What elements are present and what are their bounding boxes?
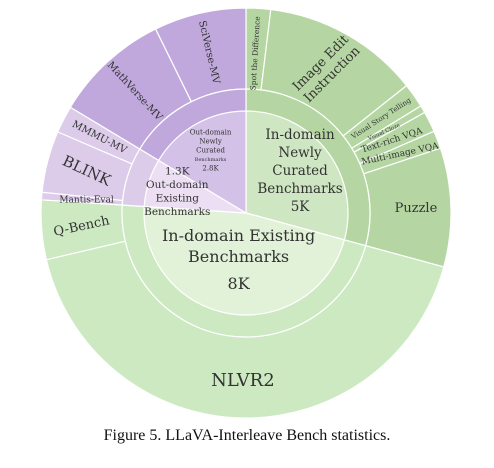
- inner-core-in-domain-curated: [245, 110, 349, 241]
- inner-label-in-domain-curated-2: Newly: [278, 145, 322, 161]
- inner-label-in-domain-existing-1: In-domain Existing: [162, 226, 315, 245]
- inner-label-in-domain-existing-2: Benchmarks: [188, 247, 289, 266]
- outer-label-puzzle: Puzzle: [395, 201, 438, 216]
- inner-core-out-domain-curated: [157, 110, 247, 215]
- inner-label-out-domain-existing-2: Existing: [156, 192, 200, 204]
- inner-label-out-domain-existing-1: Out-domain: [146, 179, 209, 191]
- inner-label-out-domain-curated-3: Curated: [196, 146, 225, 154]
- inner-core-in-domain-existing: [143, 205, 346, 316]
- inner-label-in-domain-curated-3: Curated: [272, 163, 328, 179]
- inner-label-in-domain-curated-1: In-domain: [265, 127, 335, 143]
- inner-count-out-domain-curated: 2.8K: [202, 164, 219, 172]
- inner-count-in-domain-existing: 8K: [228, 274, 251, 293]
- inner-count-in-domain-curated: 5K: [291, 199, 311, 215]
- outer-label-mantis-eval: Mantis-Eval: [59, 195, 114, 205]
- inner-label-out-domain-existing-3: Benchmarks: [144, 206, 210, 218]
- inner-label-out-domain-curated-1: Out-domain: [190, 128, 232, 136]
- outer-label-nlvr2: NLVR2: [211, 370, 275, 391]
- inner-label-out-domain-curated-2: Newly: [199, 137, 221, 145]
- inner-label-in-domain-curated-4: Benchmarks: [257, 181, 342, 197]
- inner-count-out-domain-existing: 1.3K: [165, 165, 190, 177]
- inner-label-out-domain-curated-4: Benchmarks: [195, 157, 227, 163]
- figure-caption: Figure 5. LLaVA-Interleave Bench statist…: [103, 427, 391, 444]
